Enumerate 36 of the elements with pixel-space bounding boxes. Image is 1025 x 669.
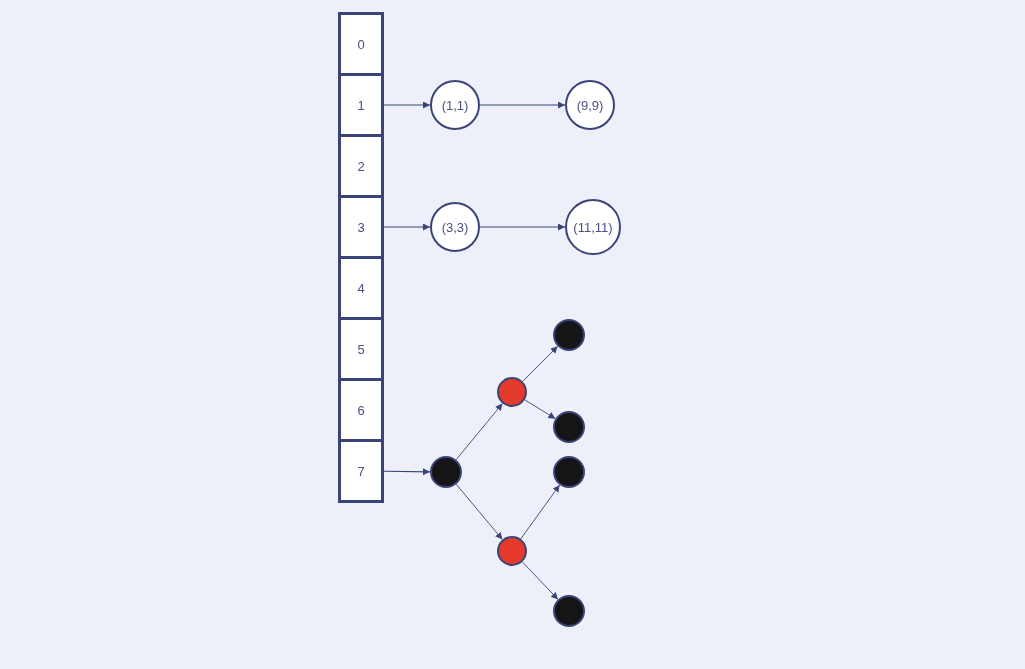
tree-node-circle [553, 595, 585, 627]
array-cell [338, 378, 384, 442]
coordinate-label: (9,9) [576, 98, 604, 112]
arrow [383, 468, 431, 476]
coordinate-label: (3,3) [441, 220, 469, 234]
tree-node-circle [430, 456, 462, 488]
tree-node-circle [497, 377, 527, 407]
array-cell [338, 73, 384, 137]
index-label: 7 [357, 464, 365, 478]
arrow [383, 101, 431, 109]
tree-node-circle [553, 411, 585, 443]
index-label: 0 [357, 37, 365, 51]
coordinate-label: (1,1) [441, 98, 469, 112]
index-label: 2 [357, 159, 365, 173]
coordinate-label: (11,11) [573, 220, 613, 234]
index-label: 4 [357, 281, 365, 295]
tree-node-circle [553, 319, 585, 351]
array-cell [338, 12, 384, 76]
array-cell [338, 439, 384, 503]
index-label: 1 [357, 98, 365, 112]
array-cell [338, 134, 384, 198]
tree-node-circle [497, 536, 527, 566]
arrow [479, 223, 566, 231]
index-label: 3 [357, 220, 365, 234]
list-node-circle [565, 199, 621, 255]
array-cell [338, 195, 384, 259]
list-node-circle [430, 202, 480, 252]
arrow [383, 223, 431, 231]
list-node-circle [565, 80, 615, 130]
index-label: 5 [357, 342, 365, 356]
tree-node-circle [553, 456, 585, 488]
index-label: 6 [357, 403, 365, 417]
arrow [479, 101, 566, 109]
array-cell [338, 317, 384, 381]
array-cell [338, 256, 384, 320]
list-node-circle [430, 80, 480, 130]
